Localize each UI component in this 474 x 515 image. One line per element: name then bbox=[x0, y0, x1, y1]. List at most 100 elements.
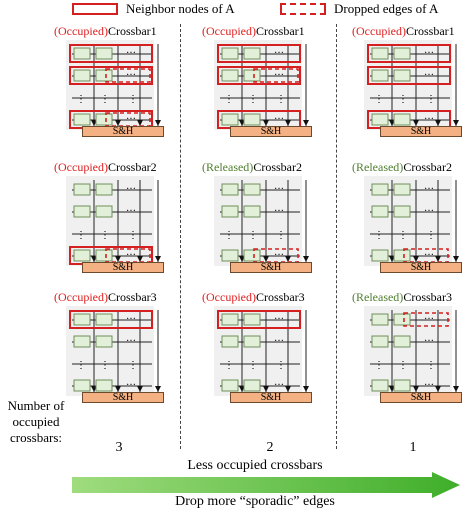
crossbar-node bbox=[73, 335, 91, 348]
sample-hold-block: S&H bbox=[230, 262, 312, 273]
crossbar-node bbox=[221, 47, 239, 60]
crossbar-node bbox=[243, 249, 261, 262]
crossbar-node bbox=[393, 183, 411, 196]
crossbar-node bbox=[243, 313, 261, 326]
crossbar-node bbox=[393, 113, 411, 126]
crossbar-node bbox=[95, 249, 113, 262]
bitline-arrow bbox=[137, 256, 143, 262]
sample-hold-block: S&H bbox=[380, 262, 462, 273]
vertical-ellipsis: ⋮ bbox=[374, 360, 384, 371]
crossbar-title: (Occupied)Crossbar3 bbox=[54, 290, 157, 304]
vertical-ellipsis: ⋮ bbox=[76, 360, 86, 371]
vertical-ellipsis: ⋮ bbox=[276, 94, 286, 105]
bitline-arrow bbox=[435, 120, 441, 126]
neighbor-highlight bbox=[217, 44, 301, 63]
sample-hold-block: S&H bbox=[380, 126, 462, 137]
crossbar-node bbox=[221, 113, 239, 126]
crossbar-array: ……⋮⋮⋮… bbox=[214, 40, 309, 130]
crossbar-node bbox=[243, 335, 261, 348]
status-occupied: (Occupied) bbox=[54, 290, 108, 304]
legend-neighbor: Neighbor nodes of A bbox=[72, 0, 235, 18]
horizontal-ellipsis: … bbox=[274, 311, 284, 322]
vertical-ellipsis: ⋮ bbox=[426, 360, 436, 371]
dropped-edge-highlight bbox=[105, 68, 151, 83]
sample-hold-block: S&H bbox=[82, 126, 164, 137]
neighbor-highlight bbox=[69, 310, 153, 329]
crossbar-node bbox=[95, 69, 113, 82]
occupied-count-label: Number of occupied crossbars: bbox=[7, 398, 65, 445]
sample-hold-block: S&H bbox=[230, 126, 312, 137]
crossbar-svg: ……⋮⋮⋮… bbox=[69, 310, 161, 392]
bitline-arrow bbox=[303, 256, 309, 262]
bitline-arrow bbox=[285, 386, 291, 392]
horizontal-ellipsis: … bbox=[424, 247, 434, 258]
column-divider-1 bbox=[180, 24, 181, 449]
crossbar-node bbox=[221, 249, 239, 262]
crossbar-node bbox=[371, 313, 389, 326]
crossbar-node bbox=[221, 379, 239, 392]
horizontal-ellipsis: … bbox=[126, 377, 136, 388]
vertical-ellipsis: ⋮ bbox=[276, 230, 286, 241]
legend-neighbor-label: Neighbor nodes of A bbox=[126, 1, 235, 16]
crossbar-array: ……⋮⋮⋮… bbox=[364, 306, 459, 396]
horizontal-ellipsis: … bbox=[274, 111, 284, 122]
horizontal-ellipsis: … bbox=[274, 377, 284, 388]
bitline-arrow bbox=[155, 120, 161, 126]
crossbar-name: Crossbar2 bbox=[403, 160, 452, 174]
horizontal-ellipsis: … bbox=[424, 111, 434, 122]
vertical-ellipsis: ⋮ bbox=[374, 94, 384, 105]
crossbar-node bbox=[371, 113, 389, 126]
status-released: (Released) bbox=[352, 290, 404, 304]
crossbar-node bbox=[95, 47, 113, 60]
crossbar-node bbox=[393, 69, 411, 82]
crossbar-node bbox=[371, 249, 389, 262]
crossbar-array: ……⋮⋮⋮… bbox=[364, 176, 459, 266]
crossbar-name: Crossbar3 bbox=[107, 290, 157, 304]
crossbar-node bbox=[73, 379, 91, 392]
crossbar-node bbox=[393, 313, 411, 326]
bitline-arrow bbox=[263, 386, 269, 392]
horizontal-ellipsis: … bbox=[126, 333, 136, 344]
horizontal-ellipsis: … bbox=[274, 67, 284, 78]
crossbar-svg: ……⋮⋮⋮… bbox=[69, 44, 161, 129]
legend-dropped: Dropped edges of A bbox=[280, 0, 438, 18]
bitline-arrow bbox=[263, 120, 269, 126]
crossbar-node bbox=[73, 183, 91, 196]
horizontal-ellipsis: … bbox=[126, 247, 136, 258]
crossbar-svg: ……⋮⋮⋮… bbox=[370, 310, 459, 392]
vertical-ellipsis: ⋮ bbox=[128, 360, 138, 371]
crossbar-node bbox=[371, 183, 389, 196]
horizontal-ellipsis: … bbox=[274, 247, 284, 258]
bitline-arrow bbox=[453, 256, 459, 262]
legend-dashed-swatch bbox=[280, 3, 326, 15]
crossbar-title: (Occupied)Crossbar3 bbox=[202, 290, 305, 304]
count-column-2: 2 bbox=[266, 440, 274, 455]
crossbar-node bbox=[73, 205, 91, 218]
crossbar-title: (Occupied)Crossbar1 bbox=[202, 24, 305, 38]
status-occupied: (Occupied) bbox=[54, 160, 108, 174]
crossbar-title: (Occupied)Crossbar1 bbox=[352, 24, 455, 38]
sample-hold-block: S&H bbox=[230, 392, 312, 403]
crossbar-name: Crossbar2 bbox=[107, 160, 157, 174]
crossbar-array: ……⋮⋮⋮… bbox=[66, 306, 161, 396]
neighbor-highlight bbox=[217, 66, 301, 85]
horizontal-ellipsis: … bbox=[126, 67, 136, 78]
crossbar-array: ……⋮⋮⋮… bbox=[364, 40, 459, 130]
drop-more-text: Drop more “sporadic” edges bbox=[175, 494, 335, 509]
crossbar-node bbox=[371, 335, 389, 348]
bitline-arrow bbox=[137, 386, 143, 392]
crossbar-node bbox=[73, 69, 91, 82]
vertical-ellipsis: ⋮ bbox=[100, 360, 110, 371]
vertical-ellipsis: ⋮ bbox=[128, 94, 138, 105]
status-occupied: (Occupied) bbox=[202, 290, 256, 304]
crossbar-node bbox=[95, 113, 113, 126]
crossbar-node bbox=[95, 379, 113, 392]
progress-arrow bbox=[72, 472, 460, 498]
crossbar-node bbox=[221, 69, 239, 82]
bitline-arrow bbox=[435, 256, 441, 262]
crossbar-node bbox=[371, 379, 389, 392]
horizontal-ellipsis: … bbox=[126, 181, 136, 192]
count-column-1: 3 bbox=[115, 440, 123, 455]
horizontal-ellipsis: … bbox=[274, 203, 284, 214]
horizontal-ellipsis: … bbox=[424, 203, 434, 214]
